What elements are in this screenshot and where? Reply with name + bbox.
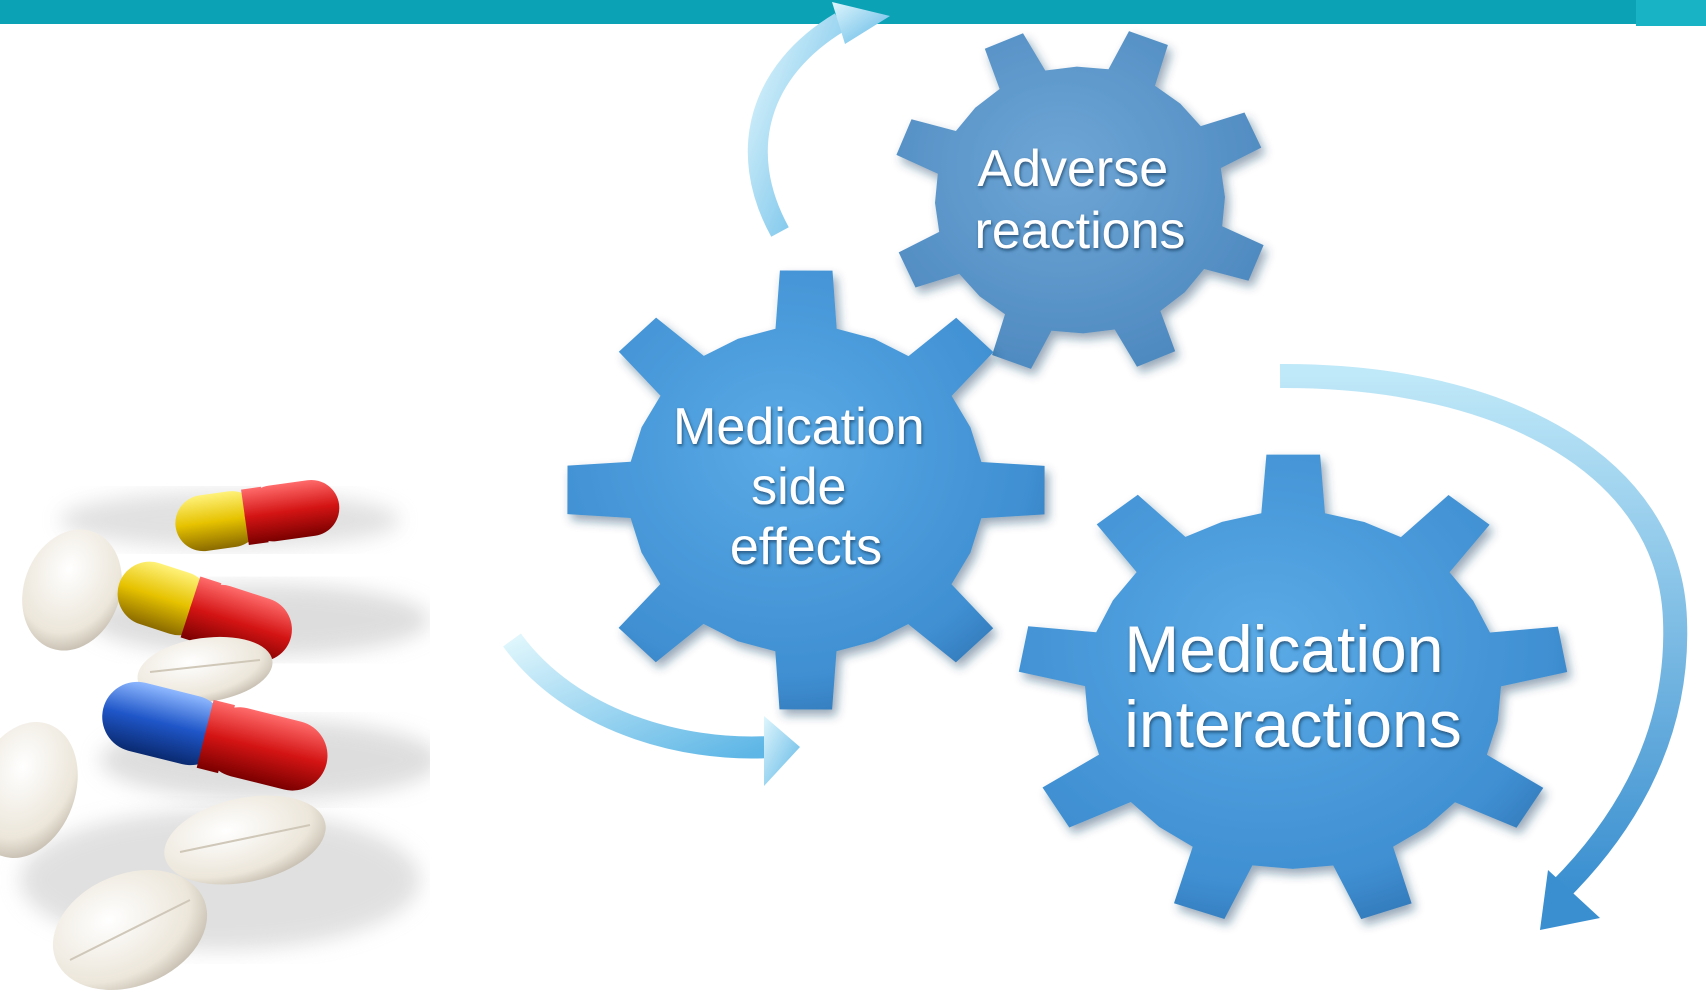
white-tablet-left: [22, 529, 122, 651]
gear-label-interactions: Medication interactions: [1124, 612, 1462, 761]
arrow-top-curved: [747, 2, 890, 237]
gear-medication-side-effects: [567, 270, 1045, 710]
white-tablet-bottom-right: [164, 795, 326, 885]
gear-label-adverse: Adverse reactions: [975, 140, 1186, 260]
yellow-red-capsule-top: [175, 479, 340, 552]
gear-interactions-shape: [1018, 454, 1568, 920]
gear-side-effects-shape: [567, 270, 1045, 710]
arrow-left-curved: [503, 633, 800, 786]
blue-red-capsule: [102, 681, 328, 791]
yellow-red-capsule-middle: [117, 561, 292, 662]
gear-label-side-effects: Medication side effects: [673, 398, 939, 576]
gear-adverse-reactions-shape: [896, 31, 1264, 369]
pills-illustration: [0, 479, 430, 990]
arrow-right-large-curved: [1279, 363, 1688, 930]
white-tablet-middle: [137, 636, 273, 704]
gear-adverse-reactions: [896, 31, 1264, 369]
gear-medication-interactions: [1018, 454, 1568, 920]
header-tab: [1636, 0, 1706, 26]
white-tablet-bottom: [52, 870, 208, 990]
white-tablet-bottom-left: [0, 722, 78, 858]
